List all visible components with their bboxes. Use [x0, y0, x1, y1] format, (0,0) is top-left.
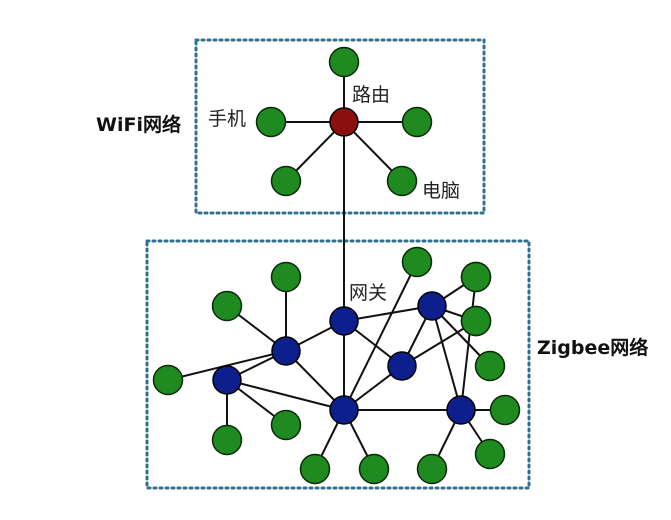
end-device-node-g12	[489, 394, 521, 426]
wifi-network-label: WiFi网络	[96, 114, 181, 136]
coordinator-node-b_center	[329, 395, 359, 425]
end-device-node-g8	[401, 246, 433, 278]
end-device-node-g15	[460, 261, 492, 293]
end-device-node-g2	[211, 290, 243, 322]
edge-b_left_lower-b_center	[226, 379, 345, 411]
edge-b_bottom_right-g15	[460, 276, 477, 411]
edge-b_center-g8	[343, 261, 418, 411]
wifi-network-boundary	[194, 38, 486, 215]
end-device-node-w_bottom_right	[386, 165, 418, 197]
gateway-label: 网关	[349, 282, 388, 304]
zigbee-network-boundary	[145, 239, 531, 490]
end-device-node-g7	[358, 453, 390, 485]
end-device-node-g4	[211, 424, 243, 456]
end-device-node-w_right	[401, 106, 433, 138]
end-device-node-g5	[270, 409, 302, 441]
end-device-node-g16	[460, 305, 492, 337]
edge-gateway-b_top_right	[343, 305, 433, 322]
coordinator-node-b_top_right	[417, 291, 447, 321]
end-device-node-g1	[270, 261, 302, 293]
end-device-node-g14	[416, 453, 448, 485]
end-device-node-w_bottom_left	[270, 165, 302, 197]
phone-label: 手机	[208, 108, 247, 130]
end-device-node-w_left	[255, 106, 287, 138]
computer-label: 电脑	[422, 180, 461, 202]
coordinator-node-b_left_upper	[271, 336, 301, 366]
end-device-node-g3	[152, 364, 184, 396]
zigbee-network-label: Zigbee网络	[537, 337, 649, 359]
end-device-node-g6	[299, 453, 331, 485]
end-device-node-g11	[474, 350, 506, 382]
coordinator-node-b_bottom_right	[446, 395, 476, 425]
network-nodes	[152, 46, 521, 485]
end-device-node-w_top	[328, 46, 360, 78]
edge-b_top_right-b_bottom_right	[431, 305, 462, 411]
router-node-router	[329, 107, 359, 137]
end-device-node-g13	[474, 438, 506, 470]
coordinator-node-b_mid_right	[387, 351, 417, 381]
router-label: 路由	[352, 84, 391, 106]
coordinator-node-gateway	[329, 306, 359, 336]
coordinator-node-b_left_lower	[212, 365, 242, 395]
